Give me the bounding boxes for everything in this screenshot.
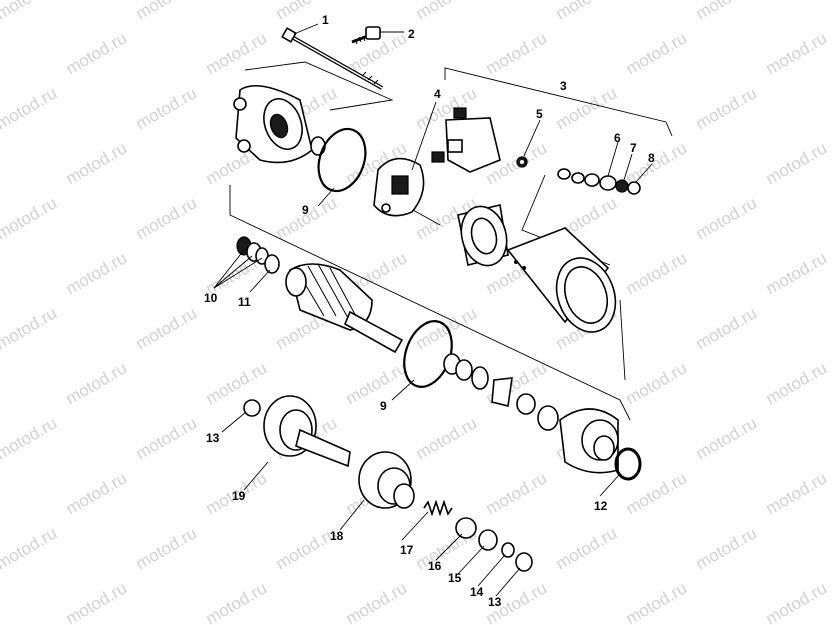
watermark-text: motod.ru xyxy=(133,0,201,23)
watermark-text: motod.ru xyxy=(133,193,201,243)
watermark-text: motod.ru xyxy=(63,138,131,188)
callout-labels: 1 2 3 4 5 6 7 8 9 9 10 11 12 13 13 14 15… xyxy=(204,13,655,609)
callout-18: 18 xyxy=(330,529,344,543)
watermark-text: motod.ru xyxy=(693,193,761,243)
watermark-text: motod.ru xyxy=(343,358,411,408)
watermark-text: motod.ru xyxy=(623,578,691,625)
alignment-lines xyxy=(229,61,673,421)
watermark-text: motod.ru xyxy=(133,303,201,353)
part-spring xyxy=(423,499,453,517)
watermark-text: motod.ru xyxy=(63,468,131,518)
part-drive-housing xyxy=(559,408,619,474)
watermark-text: motod.ru xyxy=(553,0,621,23)
watermark-text: motod.ru xyxy=(0,193,60,243)
watermark-text: motod.ru xyxy=(203,358,271,408)
watermark-text: motod.ru xyxy=(763,138,831,188)
watermark-text: motod.ru xyxy=(413,0,481,23)
part-brush-holder xyxy=(431,107,528,173)
watermark-text: motod.ru xyxy=(343,578,411,625)
watermark-text: motod.ru xyxy=(483,28,551,78)
watermark-text: motod.ru xyxy=(0,413,60,463)
watermark-text: motod.ru xyxy=(553,523,621,573)
callout-12: 12 xyxy=(594,499,608,513)
watermark-text: motod.ru xyxy=(763,28,831,78)
part-o-ring-upper xyxy=(317,127,367,193)
callout-9-lower: 9 xyxy=(380,399,387,413)
callout-7: 7 xyxy=(630,141,637,155)
callout-15: 15 xyxy=(448,571,462,585)
callout-14: 14 xyxy=(470,585,484,599)
watermark-text: motod.ru xyxy=(0,0,60,23)
watermark-text: motod.ru xyxy=(273,193,341,243)
callout-2: 2 xyxy=(408,27,415,41)
watermark-text: motod.ru xyxy=(623,248,691,298)
watermark-text: motod.ru xyxy=(623,358,691,408)
callout-13-upper: 13 xyxy=(206,431,220,445)
part-snap-ring xyxy=(501,542,515,558)
callout-5: 5 xyxy=(536,107,543,121)
watermark-text: motod.ru xyxy=(63,28,131,78)
watermark-text: motod.ru xyxy=(0,303,60,353)
part-armature xyxy=(285,263,404,354)
callout-11: 11 xyxy=(238,295,251,309)
callout-3: 3 xyxy=(560,79,567,93)
part-bushing xyxy=(455,517,477,539)
watermark-text: motod.ru xyxy=(0,523,60,573)
watermark-text: motod.ru xyxy=(133,83,201,133)
part-through-bolt xyxy=(281,27,383,90)
part-end-cover xyxy=(457,204,509,267)
watermark-text: motod.ru xyxy=(133,413,201,463)
part-bearings-left xyxy=(236,236,269,265)
watermark-text: motod.ru xyxy=(413,413,481,463)
callout-17: 17 xyxy=(400,543,414,557)
watermark-text: motod.ru xyxy=(693,303,761,353)
watermark-text: motod.ru xyxy=(763,248,831,298)
watermark-text: motod.ru xyxy=(623,28,691,78)
watermark-text: motod.ru xyxy=(693,83,761,133)
watermark-text: motod.ru xyxy=(693,0,761,23)
watermark-text: motod.ru xyxy=(63,578,131,625)
watermark-text: motod.ru xyxy=(693,413,761,463)
watermark-text: motod.ru xyxy=(763,578,831,625)
part-washer-13a xyxy=(243,399,261,417)
watermark-text: motod.ru xyxy=(203,28,271,78)
watermark-text: motod.ru xyxy=(693,523,761,573)
watermark-text: motod.ru xyxy=(203,578,271,625)
part-overrunning-clutch xyxy=(358,451,415,509)
part-washer-15 xyxy=(478,529,498,551)
callout-6: 6 xyxy=(614,131,621,145)
callout-19: 19 xyxy=(232,489,246,503)
callout-4: 4 xyxy=(434,87,441,101)
watermark-text: motod.ru xyxy=(623,468,691,518)
part-brush-plate xyxy=(373,157,425,217)
watermark-text: motod.ru xyxy=(63,358,131,408)
callout-1: 1 xyxy=(322,13,329,27)
watermark-text: motod.ru xyxy=(273,0,341,23)
part-gear-shaft xyxy=(263,395,351,468)
callout-leaders xyxy=(213,23,653,597)
callout-16: 16 xyxy=(428,559,442,573)
callout-8: 8 xyxy=(648,151,655,165)
part-shims xyxy=(443,353,559,431)
watermark-text: motod.ru xyxy=(63,248,131,298)
watermark-text: motod.ru xyxy=(133,523,201,573)
part-washer-11 xyxy=(264,254,280,274)
part-yoke-housing xyxy=(506,227,617,333)
part-rear-housing xyxy=(233,84,326,164)
part-screw xyxy=(351,26,381,45)
watermark-text: motod.ru xyxy=(483,468,551,518)
part-washer-13b xyxy=(515,552,533,572)
callout-13-lower: 13 xyxy=(488,595,502,609)
part-washers-nut xyxy=(557,168,641,195)
watermark-text: motod.ru xyxy=(763,358,831,408)
callout-9-upper: 9 xyxy=(302,203,309,217)
watermark-text: motod.ru xyxy=(0,83,60,133)
watermark-text: motod.ru xyxy=(763,468,831,518)
callout-10: 10 xyxy=(204,291,218,305)
part-o-ring-12 xyxy=(614,447,642,481)
